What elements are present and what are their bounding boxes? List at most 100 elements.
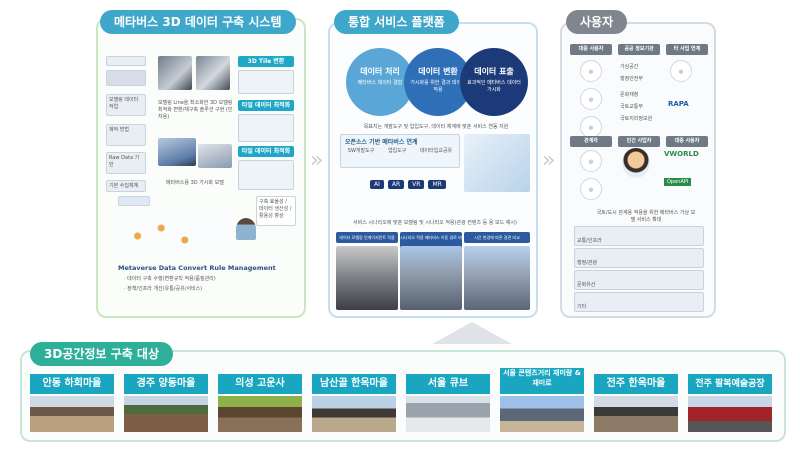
place-image-5 [406,396,490,432]
model-caption: 모델링 Line을 최소화한 3D 모델링 최적화 변환/재구축 솔루션 구현 … [158,100,233,120]
service-row-3: 문화유산 [574,270,704,290]
process-1-title: 데이터 처리 [360,67,400,76]
side-label-1: 모델링 데이터 작업 [109,97,139,110]
place-label-5: 서울 큐브 [406,374,490,394]
place-label-8: 전주 팔복예술공장 [688,374,772,394]
user-icon-2: ◎ [580,88,602,110]
place-label-1: 안동 하회마을 [30,374,114,394]
side-box-4: 제작 방법 [106,124,146,146]
scenario-image-2 [400,246,462,310]
scenario-image-3 [464,246,530,310]
side-label-4: 기본 수집체계 [109,183,139,189]
brand-openapi: OpenAPI [664,178,692,186]
opensource-icon-1: SW개발도구 [347,148,375,154]
scenario-caption: 서비스 시나리오에 맞춘 모델링 및 시나리오 적용(관광 컨텐츠 등 용 모드… [353,220,517,226]
scenario-tab-1: 데이터 모델링 인게이지먼트 적용 [336,232,398,243]
tag-vr: VR [408,180,425,189]
right-panel-title: 사용자 [566,10,628,34]
up-arrow-icon [432,322,512,344]
side-box-1 [106,56,146,66]
user-icon-5: ◎ [580,150,602,172]
meta-title: Metaverse Data Convert Rule Management [118,264,276,272]
brand-rapa: RAPA [668,100,689,108]
side-label-3: Raw Data 기반 [109,155,140,168]
place-image-2 [124,396,208,432]
tag-ai: AI [370,180,384,189]
place-label-3: 의성 고운사 [218,374,302,394]
org-item-2: 행정안전부 [620,76,644,82]
service-row-3-label: 문화유산 [577,282,596,288]
service-row-2-label: 행정/관광 [577,260,598,266]
arrow-mid-right-icon: » [542,148,556,173]
bottom-panel-title: 3D공간정보 구축 대상 [30,342,173,366]
meta-line-2: · 정책/인프라 개선(유통/공유/서비스) [124,286,203,292]
service-row-1: 교통/인프라 [574,226,704,246]
model-image-1 [158,56,192,90]
org-item-4: 국토교통부 [620,104,644,110]
brand-vworld: VWORLD [664,150,699,158]
process-1-sub: 메타버스 데이터 결합 [357,80,403,86]
rule-tag [118,196,150,206]
user-icon-4: ◎ [670,60,692,82]
org-item-5: 국토지리정보원 [620,116,653,122]
model-image-2 [196,56,230,90]
user-tag-2: 공공 정보기관 [618,44,660,55]
opensource-icon-2: 업입도구 [387,148,407,154]
tiles-grid [238,70,294,94]
process-2-title: 데이터 변환 [418,67,458,76]
meta-line-1: · 데이터 구축 수행(변환규칙 적용/품질관리) [124,276,216,282]
tiles-header: 3D Tile 변환 [238,56,294,67]
opensource-icon-3: 데이터입교공유 [419,148,453,154]
character-image [622,148,650,178]
opensource-title: 오픈소스 기반 메타버스 연계 [345,139,418,146]
right-bottom-caption: 국토/도시 관계용 적용을 위한 메타버스 가상 모델 서비스 확대 [596,210,696,223]
place-label-7: 전주 한옥마을 [594,374,678,394]
org-item-1: 가상공간 [620,64,639,70]
place-image-1 [30,396,114,432]
rule-person [236,218,256,240]
place-label-6: 서울 콘텐츠거리 재미랑 & 재미로 [500,368,584,394]
user-tag-6: 대중 사용자 [666,136,708,147]
user-tag-5: 민간 사업자 [618,136,660,147]
place-image-7 [594,396,678,432]
process-2-sub: 가시화를 위한 결과 데이터 작용 [410,80,466,93]
service-row-4-label: 기타 [577,304,587,310]
opensource-box: 오픈소스 기반 메타버스 연계 SW개발도구 업입도구 데이터입교공유 [340,134,460,168]
mesh-grid [238,114,294,142]
process-3-title: 데이터 표출 [474,67,514,76]
org-item-3: 문화재청 [620,92,639,98]
side-box-2 [106,70,146,86]
city-image-2 [198,144,232,168]
mid-tagline: 목표지는 개발도구 및 입입도구, 데이터 체계에 맞춘 서비스 연동 지원 [363,124,509,130]
side-label-2: 제작 방법 [109,127,129,133]
rule-callout: 구축 효율성 / 데이터 생산성 / 활용성 향상 [256,196,296,226]
scenario-image-1 [336,246,398,310]
mesh-header: 타일 데이터 최적화 [238,100,294,111]
place-image-3 [218,396,302,432]
user-tag-3: 타 사업 연계 [666,44,708,55]
service-row-1-label: 교통/인프라 [577,238,602,244]
platform-illustration [464,134,530,192]
service-row-4: 기타 [574,292,704,312]
place-image-6 [500,396,584,432]
city-image-1 [158,138,196,166]
user-tag-1: 대중 사용자 [570,44,612,55]
process-3-sub: 효과적인 메타버스 데이터 가시화 [467,80,521,93]
mid-panel-title: 통합 서비스 플랫폼 [334,10,459,34]
mesh-grid-2 [238,160,294,190]
rule-caption: 구축 효율성 / 데이터 생산성 / 활용성 향상 [259,199,292,219]
left-panel-title: 메타버스 3D 데이터 구축 시스템 [100,10,296,34]
side-box-6: 기본 수집체계 [106,180,146,192]
rule-diagram [114,212,232,252]
mesh-header-2: 타일 데이터 최적화 [238,146,294,157]
user-icon-6: ◎ [580,178,602,200]
scenario-tab-3: 시간 변경에 따른 경관 비교 [464,232,530,243]
user-icon-1: ◎ [580,60,602,82]
side-box-5: Raw Data 기반 [106,152,146,174]
place-label-4: 남산골 한옥마을 [312,374,396,394]
side-box-3: 모델링 데이터 작업 [106,94,146,116]
tag-ar: AR [387,180,405,189]
arrow-left-mid-icon: » [310,148,324,173]
